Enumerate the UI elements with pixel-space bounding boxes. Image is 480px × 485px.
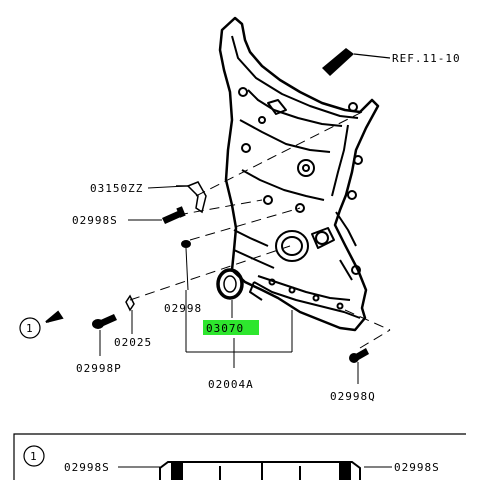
detail-panel: 1 02998S 02998S (13, 433, 466, 481)
view-arrow-icon (45, 310, 64, 323)
leader-bracket (147, 185, 187, 189)
assembly-lines (129, 111, 391, 349)
detail-marker-number: 1 (30, 450, 38, 463)
bolt-small-part (181, 240, 191, 291)
ref-pointer: REF.11-10 (322, 48, 461, 76)
bolt-upper-part (162, 206, 186, 224)
bolt-left-part (92, 314, 117, 356)
callout-seal-highlighted: 03070 (206, 322, 244, 335)
detail-cover-drawing (159, 461, 361, 481)
view-marker-number: 1 (26, 322, 34, 335)
detail-label-right: 02998S (394, 461, 440, 474)
assembly-bracket (185, 290, 293, 368)
view-marker: 1 (19, 310, 64, 339)
highlight-box (203, 320, 259, 335)
pin-part (125, 294, 135, 334)
callout-bolt-upper: 02998S (72, 214, 118, 227)
callout-bolt-small: 02998 (164, 302, 202, 315)
callout-cover-assembly: 02004A (208, 378, 254, 391)
detail-label-left: 02998S (64, 461, 110, 474)
oil-seal-part (216, 268, 244, 318)
callout-bolt-lower-right: 02998Q (330, 390, 376, 403)
callout-pin: 02025 (114, 336, 152, 349)
timing-cover-drawing (218, 16, 380, 332)
bolt-lower-right-part (349, 348, 369, 384)
ref-label: REF.11-10 (392, 52, 461, 65)
callout-bracket: 03150ZZ (90, 182, 143, 195)
callout-bolt-left: 02998P (76, 362, 122, 375)
